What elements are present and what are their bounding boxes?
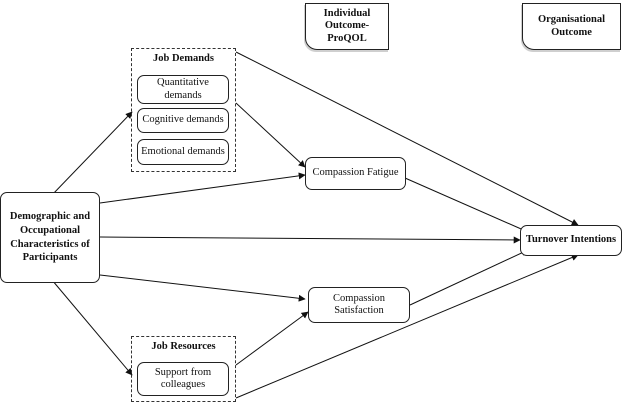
- arrow-demographics-to-compassion-fatigue: [99, 172, 306, 204]
- quantitative-demands-label: Quantitative demands: [157, 77, 209, 101]
- job-resources-title: Job Resources: [151, 341, 216, 352]
- cognitive-demands-label: Cognitive demands: [142, 114, 224, 126]
- emotional-demands-label: Emotional demands: [141, 145, 225, 157]
- demographics-label: Demographic and Occupational Characteris…: [9, 211, 91, 264]
- organisational-outcome-label: Organisational Outcome: [537, 14, 606, 38]
- compassion-fatigue-label: Compassion Fatigue: [312, 167, 399, 179]
- demographics-node: Demographic and Occupational Characteris…: [0, 192, 100, 283]
- arrow-demographics-to-turnover: [99, 236, 521, 244]
- quantitative-demands-node: Quantitative demands: [137, 75, 229, 104]
- cognitive-demands-node: Cognitive demands: [137, 108, 229, 133]
- arrow-demographics-to-job-demands: [51, 111, 133, 196]
- job-resources-group: Job Resources: [131, 336, 236, 402]
- job-demands-group: Job Demands: [131, 48, 236, 172]
- turnover-intentions-label: Turnover Intentions: [525, 234, 617, 246]
- job-demands-title: Job Demands: [153, 53, 214, 64]
- compassion-satisfaction-label: Compassion Satisfaction: [333, 292, 385, 316]
- arrow-job-demands-to-compassion-fatigue: [235, 102, 306, 168]
- support-from-colleagues-label: Support from colleagues: [154, 366, 212, 390]
- compassion-satisfaction-node: Compassion Satisfaction: [308, 287, 410, 323]
- arrow-job-resources-to-compassion-satisfaction: [235, 311, 309, 366]
- arrow-job-resources-to-turnover: [235, 254, 579, 399]
- individual-outcome-header: Individual Outcome- ProQOL: [305, 3, 389, 50]
- organisational-outcome-header: Organisational Outcome: [522, 3, 621, 50]
- emotional-demands-node: Emotional demands: [137, 139, 229, 165]
- turnover-intentions-node: Turnover Intentions: [520, 225, 622, 256]
- individual-outcome-label: Individual Outcome- ProQOL: [323, 8, 371, 44]
- compassion-fatigue-node: Compassion Fatigue: [305, 157, 406, 190]
- arrow-job-demands-to-turnover: [235, 51, 579, 226]
- arrow-demographics-to-compassion-satisfaction: [99, 274, 306, 302]
- arrow-demographics-to-job-resources: [51, 279, 133, 376]
- support-from-colleagues-node: Support from colleagues: [137, 362, 229, 396]
- arrow-compassion-fatigue-to-turnover: [404, 177, 529, 233]
- arrow-compassion-satisfaction-to-turnover: [409, 249, 529, 306]
